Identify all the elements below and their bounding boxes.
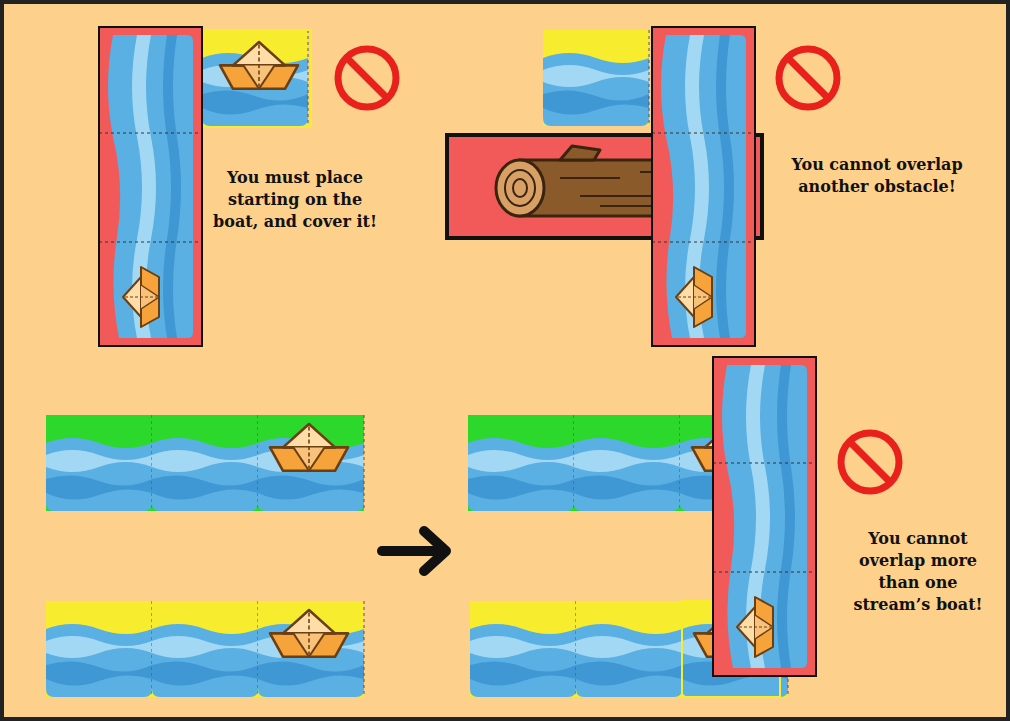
yellow-stream-tile xyxy=(543,30,649,126)
prohibited-sign xyxy=(841,433,899,491)
tile-edge xyxy=(202,30,311,127)
arrow-symbol xyxy=(382,531,446,571)
prohibited-sign xyxy=(779,49,837,107)
yellow-stream-tile xyxy=(202,30,308,126)
red-stream-tile xyxy=(99,27,202,346)
rule-note: You cannot overlap another obstacle! xyxy=(777,154,977,198)
red-stream-tile xyxy=(652,27,755,346)
yellow-stream xyxy=(46,601,364,697)
rule-note: You cannot overlap more than one stream’… xyxy=(848,528,988,616)
prohibited-sign xyxy=(338,49,396,107)
green-stream xyxy=(46,415,364,511)
red-stream-tile xyxy=(713,357,816,676)
rule-note: You must place starting on the boat, and… xyxy=(213,167,378,233)
